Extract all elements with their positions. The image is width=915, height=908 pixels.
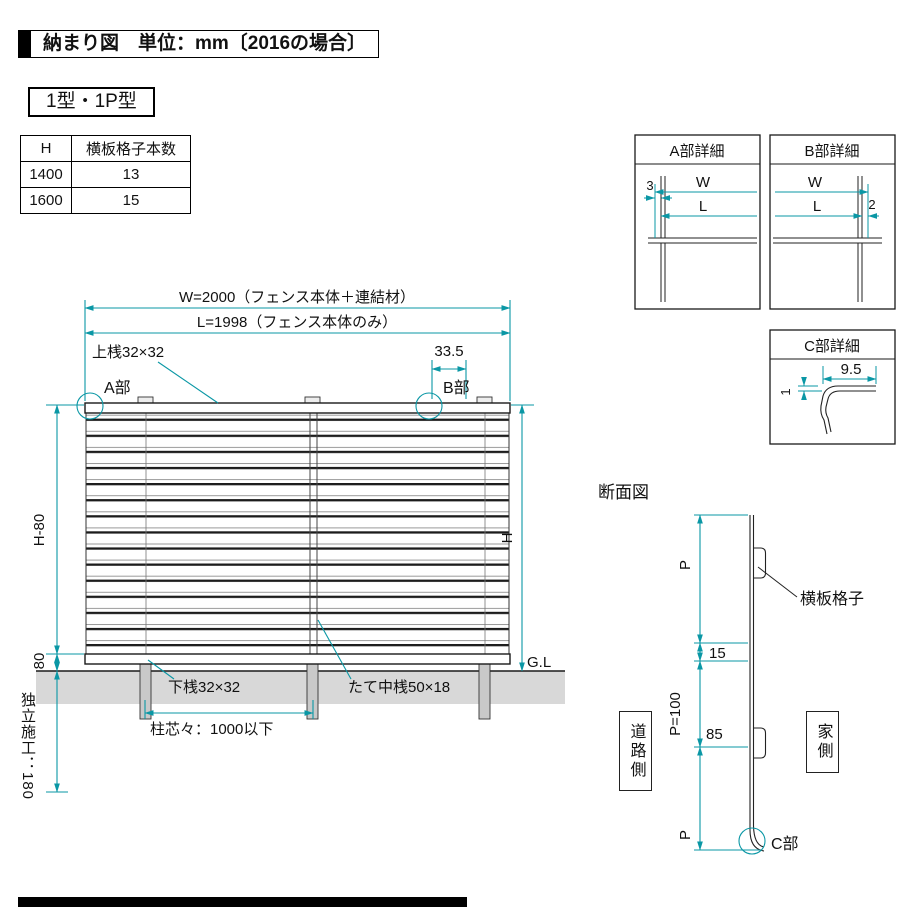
spec-cell: 1400 — [20, 161, 72, 188]
detail-a-box: A部詳細 3 W L — [634, 134, 761, 310]
page-title: 納まり図 単位：mm〔2016の場合〕 — [30, 30, 380, 58]
detail-a-drawing — [648, 176, 757, 302]
spec-table-row: 1400 13 — [20, 161, 191, 188]
ground-band — [36, 671, 565, 704]
spec-header-h: H — [20, 135, 72, 162]
board-label: 横板格子 — [800, 590, 864, 608]
detail-c-title: C部詳細 — [804, 338, 860, 355]
top-rail-label: 上桟32×32 — [92, 344, 164, 361]
detail-a-title: A部詳細 — [669, 143, 724, 160]
fence-vertical-seams — [145, 413, 486, 654]
post-pitch-label: 柱芯々：1000以下 — [150, 721, 273, 738]
pitch-top-label: P — [677, 560, 694, 570]
ground-level-label: G.L — [527, 654, 551, 671]
gap-dim-label: 15 — [709, 645, 726, 662]
dim-h-label: H — [499, 533, 516, 544]
spec-table: H 横板格子本数 1400 13 1600 15 — [20, 135, 191, 214]
road-side-label: 道路側 — [619, 711, 652, 791]
detail-b-w-label: W — [808, 174, 823, 191]
detail-b-l-label: L — [813, 198, 821, 215]
bottom-rail-label: 下桟32×32 — [168, 679, 240, 696]
dim-80-label: 80 — [31, 653, 48, 670]
callout-a-label: A部 — [104, 379, 131, 397]
detail-b-callout-circle — [415, 392, 443, 420]
board-height-dim-label: 85 — [706, 726, 723, 743]
dim-w-label: W=2000（フェンス本体＋連結材） — [179, 289, 415, 306]
detail-a-dimensions — [644, 184, 757, 238]
spec-cell: 15 — [71, 187, 191, 214]
detail-c-dimensions — [798, 366, 877, 401]
spec-cell: 1600 — [20, 187, 72, 214]
detail-b-title: B部詳細 — [804, 143, 859, 160]
footer-bar — [18, 897, 467, 907]
title-marker — [18, 30, 30, 58]
board-leader-line — [757, 566, 798, 598]
spec-table-row: 1600 15 — [20, 187, 191, 214]
page-header: 納まり図 単位：mm〔2016の場合〕 — [18, 30, 380, 58]
elevation-view: W=2000（フェンス本体＋連結材） L=1998（フェンス本体のみ） 上桟32… — [31, 289, 565, 793]
detail-c-thickness-label: 1 — [778, 388, 793, 395]
detail-a-gap-label: 3 — [646, 178, 653, 193]
mid-rail-label: たて中桟50×18 — [348, 679, 450, 696]
dim-l-label: L=1998（フェンス本体のみ） — [197, 314, 397, 331]
detail-a-l-label: L — [699, 198, 707, 215]
detail-c-width-label: 9.5 — [841, 361, 862, 378]
detail-a-w-label: W — [696, 174, 711, 191]
model-type-label: 1型・1P型 — [28, 87, 155, 117]
dim-h80-label: H-80 — [31, 514, 48, 547]
detail-c-box: C部詳細 9.5 1 — [769, 329, 896, 445]
callout-b-label: B部 — [443, 379, 470, 397]
section-dimension-lines — [694, 514, 766, 855]
embed-depth-label: 独立施工：180 — [19, 692, 36, 801]
detail-c-callout-circle — [738, 827, 766, 855]
callout-c-label: C部 — [771, 835, 799, 853]
pitch-value-label: P=100 — [667, 692, 684, 736]
section-profile — [749, 515, 767, 852]
fence-slat-panel — [85, 412, 510, 655]
top-rail — [84, 402, 511, 414]
house-side-label: 家側 — [806, 711, 839, 773]
detail-b-drawing — [773, 176, 882, 302]
detail-b-gap-label: 2 — [868, 197, 875, 212]
bottom-rail — [84, 653, 511, 665]
elevation-dimension-lines — [46, 300, 534, 793]
section-title: 断面図 — [598, 483, 649, 502]
section-view: 断面図 横板格子 — [598, 483, 864, 855]
detail-b-dimensions — [775, 184, 879, 238]
detail-c-drawing — [820, 385, 876, 435]
pitch-bottom-label: P — [677, 830, 694, 840]
spec-header-count: 横板格子本数 — [71, 135, 191, 162]
detail-b-box: B部詳細 W L 2 — [769, 134, 896, 310]
spec-cell: 13 — [71, 161, 191, 188]
spec-table-header-row: H 横板格子本数 — [20, 135, 191, 162]
dim-offset-label: 33.5 — [434, 343, 463, 360]
detail-a-callout-circle — [76, 392, 104, 420]
